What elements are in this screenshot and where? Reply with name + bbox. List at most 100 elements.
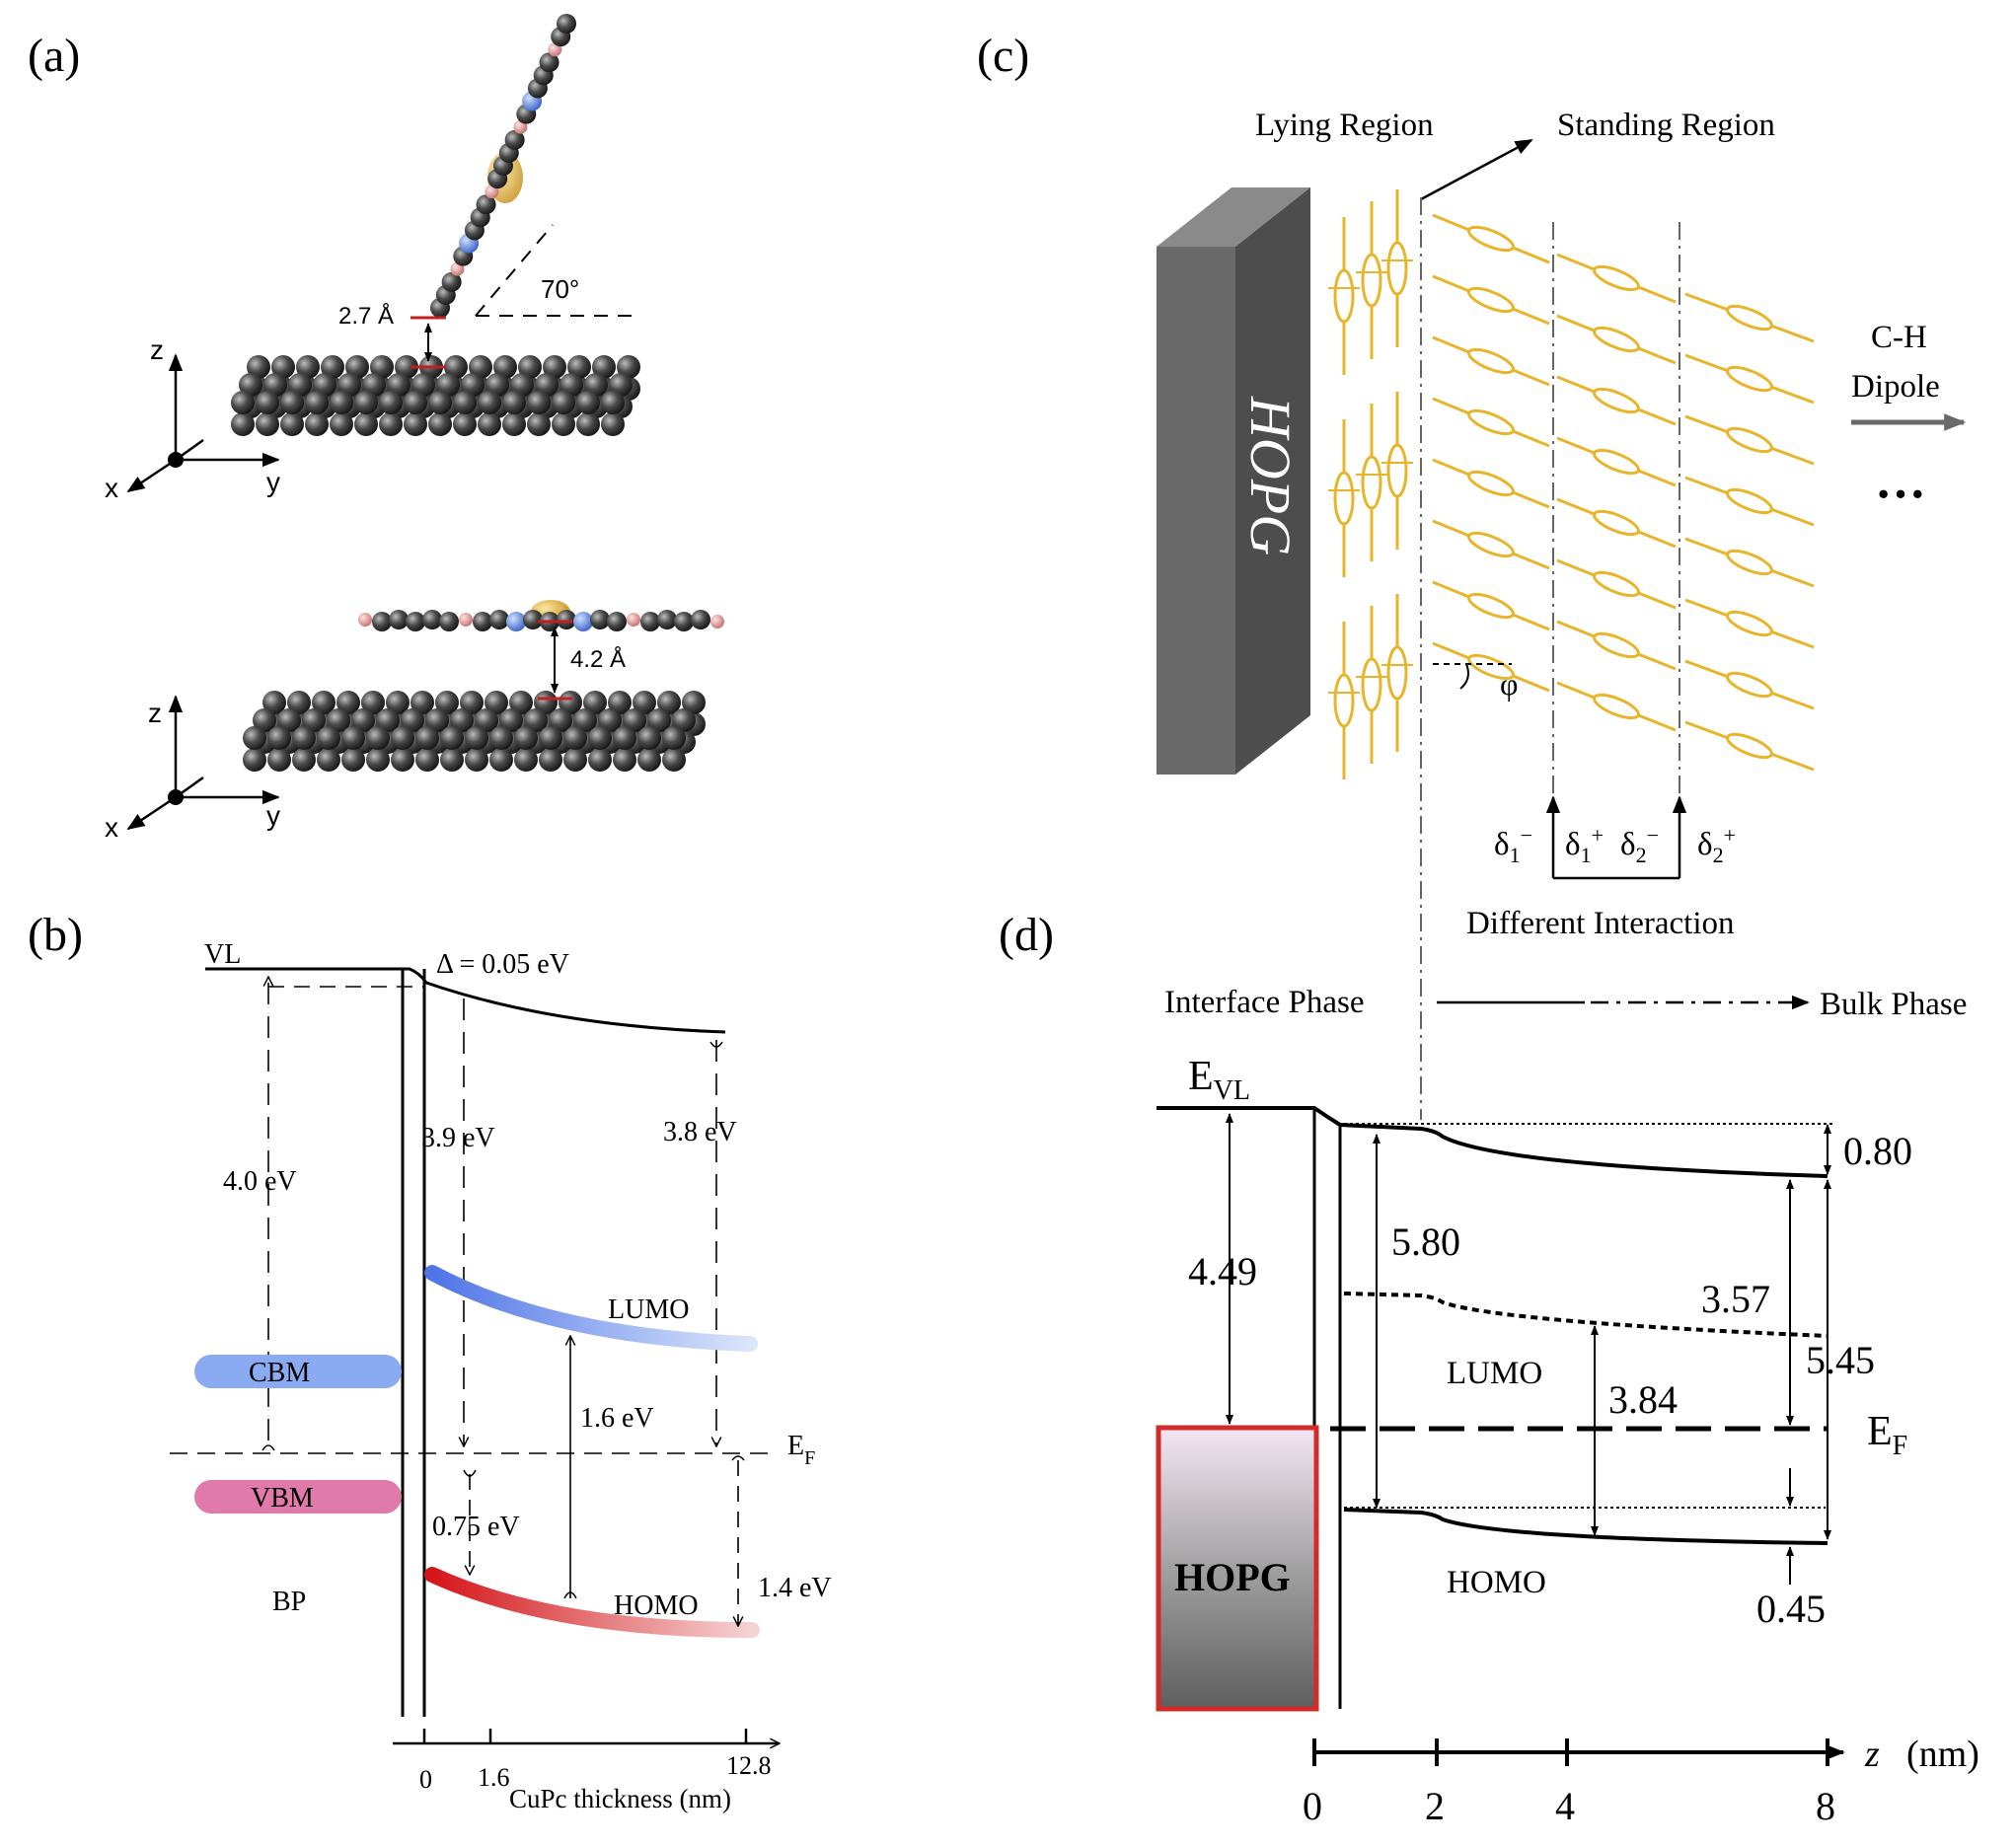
standing-molecule-icon: [1467, 653, 1515, 681]
carbon-atom: [404, 412, 427, 436]
carbon-atom: [444, 355, 468, 379]
panel-a-label: (a): [28, 30, 80, 82]
carbon-atom: [312, 691, 336, 714]
carbon-atom: [280, 412, 304, 436]
gap-label: 1.6 eV: [580, 1403, 654, 1434]
axis-z-label-top: z: [150, 334, 164, 365]
carbon-atom: [313, 373, 336, 397]
panel-d: (d) Interface Phase Bulk Phase EVL HOPG …: [999, 909, 1979, 1828]
hopg-block: HOPG: [1157, 187, 1310, 775]
carbon-atom: [410, 691, 434, 714]
carbon-atom: [271, 355, 295, 379]
carbon-atom: [510, 373, 534, 397]
carbon-atom: [588, 726, 612, 750]
lying-molecule-icon: [1333, 471, 1355, 526]
tilt-angle-label: 70°: [541, 274, 579, 304]
carbon-atom: [527, 412, 551, 436]
carbon-atom: [539, 726, 562, 750]
carbon-atom: [404, 391, 427, 414]
carbon-atom: [239, 373, 262, 397]
molecule-atom: [557, 610, 576, 629]
homo-offset-thin-label: 0.75 eV: [432, 1512, 520, 1542]
standing-molecule-icon: [1467, 225, 1515, 253]
axis-y-label-bottom: y: [266, 800, 280, 831]
carbon-atom: [302, 708, 326, 732]
phi-arc: [1459, 663, 1469, 690]
carbon-atom: [573, 708, 597, 732]
ip-interface-value: 5.80: [1391, 1220, 1460, 1264]
lying-molecule-icon: [1361, 657, 1382, 712]
cbm-band: [194, 1355, 402, 1388]
carbon-atom: [475, 708, 498, 732]
graphene-slab-bottom: [243, 691, 706, 772]
axis-z-label-bottom: z: [148, 698, 162, 728]
standing-molecule-icon: [1593, 693, 1640, 720]
carbon-atom: [623, 708, 646, 732]
carbon-atom: [379, 391, 403, 414]
carbon-atom: [243, 748, 266, 772]
hopg-substrate-box: [1156, 1425, 1319, 1712]
lumo-band: [424, 1265, 758, 1352]
carbon-atom: [330, 391, 353, 414]
d-lumo-label: LUMO: [1447, 1356, 1542, 1391]
molecule-atom: [439, 612, 459, 631]
standing-molecule-icon: [1467, 592, 1515, 620]
molecule-atom: [476, 194, 496, 215]
dipole-label-2: Dipole: [1851, 369, 1940, 405]
carbon-atom: [592, 355, 616, 379]
carbon-atom: [601, 391, 625, 414]
carbon-atom: [559, 691, 582, 714]
vbm-label: VBM: [251, 1483, 314, 1514]
molecule-atom: [422, 610, 442, 629]
axis-x-label-top: x: [105, 473, 118, 503]
standing-molecule-icon: [1593, 570, 1640, 598]
carbon-atom: [277, 708, 301, 732]
carbon-atom: [576, 391, 600, 414]
carbon-atom: [662, 748, 686, 772]
carbon-atom: [489, 748, 513, 772]
carbon-atom: [262, 691, 286, 714]
carbon-atom: [354, 391, 378, 414]
carbon-atom: [386, 691, 410, 714]
molecule-atom: [640, 612, 660, 631]
carbon-atom: [469, 355, 492, 379]
panel-c: (c) Lying Region Standing Region HOPG φ …: [977, 30, 1967, 1120]
standing-molecule-icon: [1726, 610, 1773, 637]
molecule-atom: [489, 610, 509, 629]
carbon-atom: [583, 691, 607, 714]
carbon-atom: [518, 355, 542, 379]
homo-shift-value: 0.45: [1756, 1587, 1826, 1631]
carbon-atom: [351, 708, 375, 732]
carbon-atom: [460, 691, 484, 714]
carbon-atom: [539, 748, 562, 772]
carbon-atom: [576, 412, 600, 436]
vacuum-level-curve: [1157, 1106, 1828, 1178]
carbon-atom: [376, 708, 400, 732]
d-ef-label: EF: [1867, 1409, 1907, 1461]
bulk-phase-label: Bulk Phase: [1820, 987, 1967, 1022]
d-homo-curve: [1343, 1508, 1828, 1545]
carbon-atom: [337, 373, 361, 397]
molecule-atom: [557, 14, 576, 34]
molecule-atom: [473, 612, 492, 631]
lying-molecule-icon: [1361, 253, 1382, 308]
dipole-label-1: C-H: [1871, 320, 1927, 355]
standing-molecule-icon: [1467, 470, 1515, 497]
molecule-atom: [372, 612, 392, 631]
region-arrow: [1420, 138, 1533, 201]
standing-molecule-icon: [1467, 286, 1515, 314]
carbon-atom: [633, 691, 656, 714]
molecule-atom: [674, 612, 694, 631]
graphene-slab-top: [231, 355, 640, 436]
carbon-atom: [567, 355, 591, 379]
carbon-atom: [478, 391, 501, 414]
carbon-atom: [560, 373, 583, 397]
carbon-atom: [425, 708, 449, 732]
carbon-atom: [584, 373, 608, 397]
carbon-atom: [379, 412, 403, 436]
lying-molecule: [358, 600, 724, 631]
standing-molecule-icon: [1726, 304, 1773, 332]
standing-molecule-icon: [1593, 326, 1640, 353]
bp-label: BP: [272, 1587, 306, 1617]
standing-molecule-icon: [1726, 426, 1773, 454]
